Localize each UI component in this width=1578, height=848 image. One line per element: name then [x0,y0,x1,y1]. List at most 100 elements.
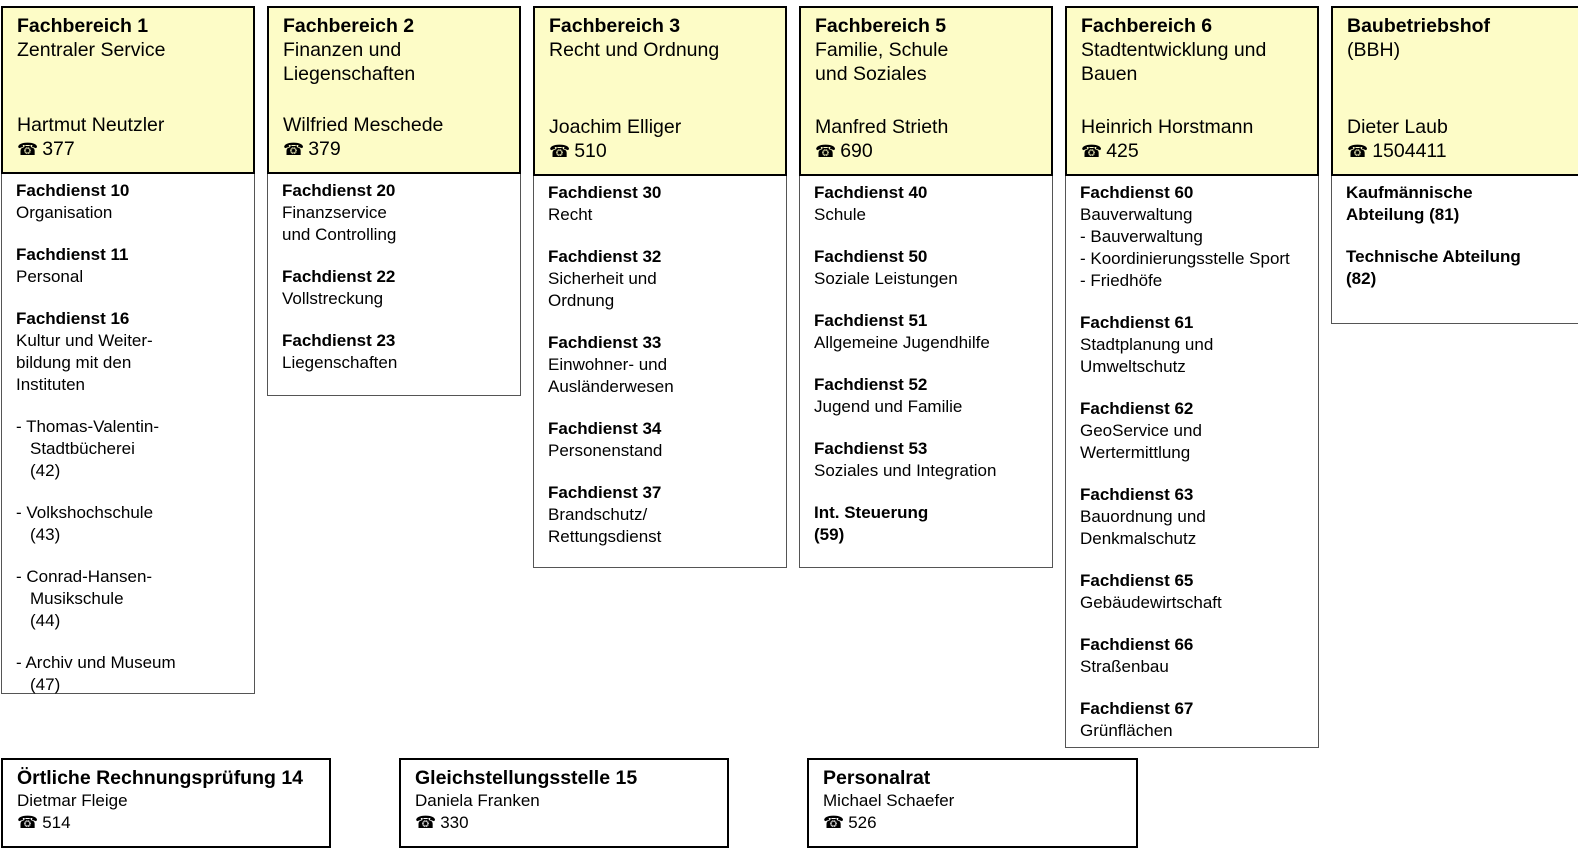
unit-desc: Organisation [16,203,113,222]
department-title: Fachbereich 3 [549,15,681,37]
unit-title: Fachdienst 33 [548,333,662,352]
unit-title: Fachdienst 67 [1080,699,1194,718]
department-lead: Wilfried Meschede ☎379 [283,113,443,162]
unit-item: Fachdienst 33 Einwohner- und Ausländerwes… [548,332,780,398]
department-subtitle: Zentraler Service [17,39,166,61]
phone-icon: ☎ [415,813,437,832]
unit-desc: Soziale Leistungen [814,269,958,288]
lead-phone: 379 [308,138,341,160]
lead-phone: 510 [574,140,607,162]
unit-item: Fachdienst 22 Vollstreckung [282,266,514,310]
department-lead: Joachim Elliger ☎510 [549,115,681,164]
department-units: Fachdienst 20 Finanzservice und Controlli… [267,174,521,396]
box-phone: 514 [42,813,71,832]
unit-item: Fachdienst 52 Jugend und Familie [814,374,1046,418]
unit-item: Fachdienst 50 Soziale Leistungen [814,246,1046,290]
subunit-item: - Volkshochschule (43) [16,503,154,544]
unit-item: Fachdienst 37 Brandschutz/ Rettungsdienst [548,482,780,548]
department-title: Fachbereich 2 [283,15,415,37]
unit-title: Fachdienst 66 [1080,635,1194,654]
unit-desc: Personal [16,267,84,286]
unit-title: Fachdienst 60 [1080,183,1194,202]
lead-name: Hartmut Neutzler [17,114,165,136]
unit-desc: Bauverwaltung - Bauverwaltung - Koordini… [1080,205,1290,290]
unit-title: Fachdienst 51 [814,311,928,330]
unit-desc: Jugend und Familie [814,397,963,416]
phone-icon: ☎ [283,140,305,159]
unit-desc: Straßenbau [1080,657,1169,676]
lead-name: Dieter Laub [1347,116,1448,138]
department-lead: Heinrich Horstmann ☎425 [1081,115,1253,164]
phone-icon: ☎ [549,142,571,161]
phone-icon: ☎ [815,142,837,161]
subunit-item: - Thomas-Valentin- Stadtbücherei (42) [16,417,159,480]
unit-desc: Stadtplanung und Umweltschutz [1080,335,1214,376]
department-header: Fachbereich 3 Recht und Ordnung Joachim … [533,6,787,176]
lead-phone: 377 [42,138,75,160]
lead-name: Manfred Strieth [815,116,949,138]
department-title: Fachbereich 1 [17,15,149,37]
department-lead: Manfred Strieth ☎690 [815,115,948,164]
subunit-item: - Archiv und Museum (47) [16,653,176,694]
unit-item: Fachdienst 61 Stadtplanung und Umweltschu… [1080,312,1316,378]
unit-title: Fachdienst 22 [282,267,396,286]
unit-item: Fachdienst 53 Soziales und Integration [814,438,1046,482]
unit-title: Int. Steuerung (59) [814,503,929,544]
department-units: Kaufmännische Abteilung (81) Technische … [1331,176,1578,324]
unit-desc: Vollstreckung [282,289,384,308]
phone-icon: ☎ [1081,142,1103,161]
unit-title: Fachdienst 37 [548,483,662,502]
unit-item: Fachdienst 66 Straßenbau [1080,634,1316,678]
department-subtitle: Finanzen und Liegenschaften [283,39,416,85]
unit-title: Fachdienst 50 [814,247,928,266]
department-subtitle: Familie, Schule und Soziales [815,39,949,85]
unit-desc: Recht [548,205,593,224]
department-subtitle: (BBH) [1347,39,1401,61]
box-name: Michael Schaefer [823,791,955,810]
unit-title: Fachdienst 53 [814,439,928,458]
department-title: Fachbereich 5 [815,15,947,37]
department-lead: Dieter Laub ☎1504411 [1347,115,1448,164]
lead-name: Wilfried Meschede [283,114,444,136]
department-title: Baubetriebshof [1347,15,1491,37]
unit-desc: Liegenschaften [282,353,398,372]
unit-title: Fachdienst 30 [548,183,662,202]
lead-phone: 425 [1106,140,1139,162]
lead-phone: 1504411 [1372,140,1447,162]
box-rechnungspruefung: Örtliche Rechnungsprüfung 14 Dietmar Fle… [1,758,331,848]
unit-item: Kaufmännische Abteilung (81) [1346,182,1576,226]
department-lead: Hartmut Neutzler ☎377 [17,113,164,162]
phone-icon: ☎ [1347,142,1369,161]
unit-title: Fachdienst 20 [282,181,396,200]
box-gleichstellungsstelle: Gleichstellungsstelle 15 Daniela Franken… [399,758,729,848]
unit-title: Technische Abteilung (82) [1346,247,1521,288]
department-units: Fachdienst 60 Bauverwaltung - Bauverwaltu… [1065,176,1319,748]
unit-title: Fachdienst 34 [548,419,662,438]
unit-title: Fachdienst 62 [1080,399,1194,418]
unit-desc: Einwohner- und Ausländerwesen [548,355,674,396]
unit-desc: Brandschutz/ Rettungsdienst [548,505,662,546]
unit-title: Fachdienst 52 [814,375,928,394]
unit-desc: Finanzservice und Controlling [282,203,397,244]
box-personalrat: Personalrat Michael Schaefer ☎526 [807,758,1138,848]
unit-title: Fachdienst 61 [1080,313,1194,332]
unit-title: Fachdienst 16 [16,309,130,328]
lead-phone: 690 [840,140,873,162]
unit-desc: Grünflächen [1080,721,1173,740]
box-title: Örtliche Rechnungsprüfung 14 [17,767,304,789]
lead-name: Heinrich Horstmann [1081,116,1254,138]
phone-icon: ☎ [17,813,39,832]
lead-name: Joachim Elliger [549,116,682,138]
unit-desc: Soziales und Integration [814,461,997,480]
unit-desc: Sicherheit und Ordnung [548,269,657,310]
